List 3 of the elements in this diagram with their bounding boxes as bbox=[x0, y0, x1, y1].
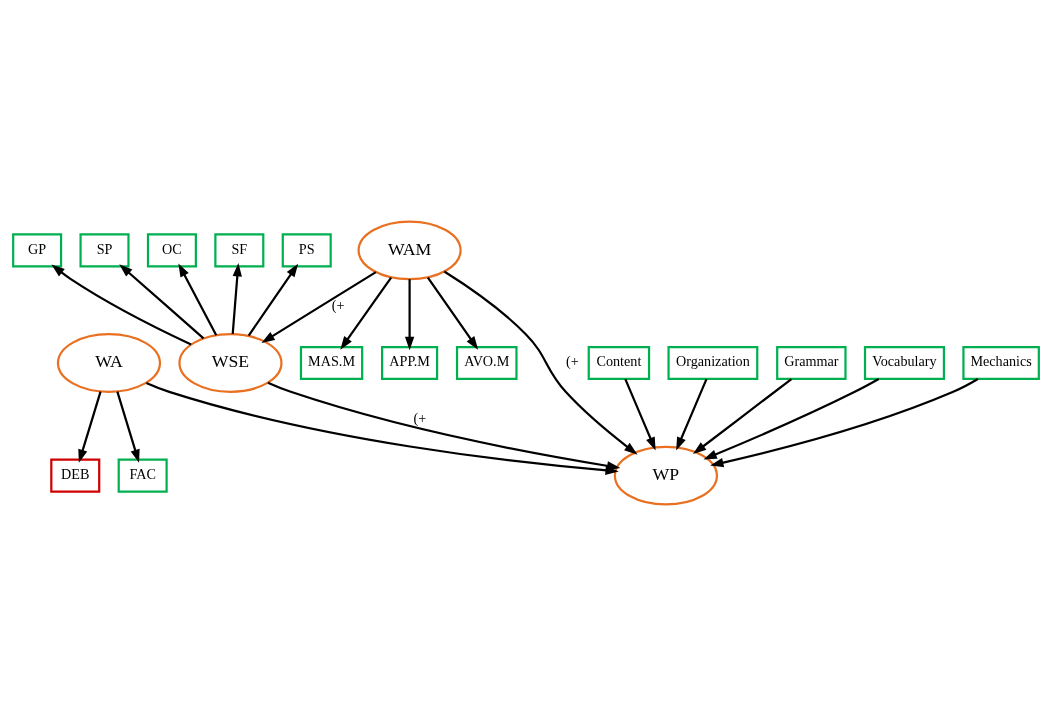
edge-label: (+ bbox=[565, 352, 579, 369]
edge-label: (+ bbox=[331, 296, 345, 313]
edge-label: (+ bbox=[413, 409, 427, 426]
